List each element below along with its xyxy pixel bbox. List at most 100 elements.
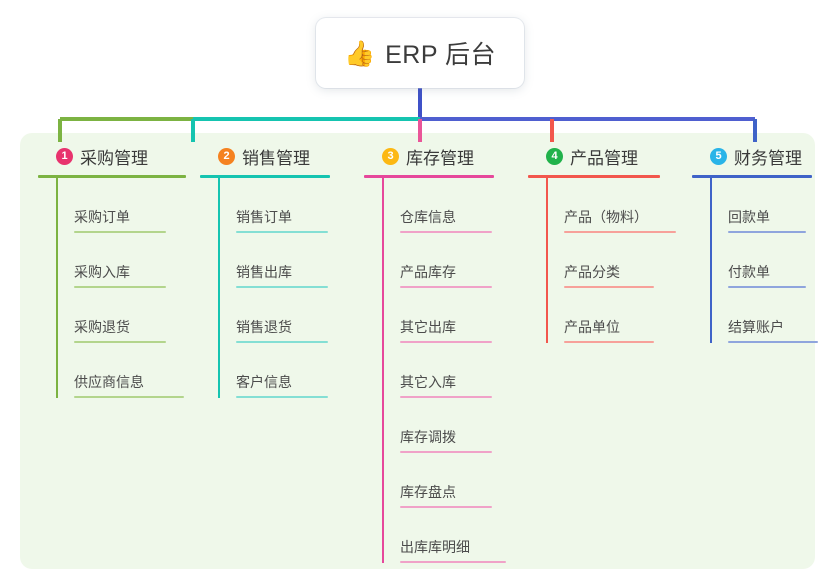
leaf-item[interactable]: 回款单 bbox=[710, 178, 812, 233]
branch-spine-4 bbox=[546, 178, 548, 343]
leaf-rule bbox=[400, 561, 506, 563]
leaf-label: 库存调拨 bbox=[400, 429, 456, 445]
leaf-item[interactable]: 付款单 bbox=[710, 233, 812, 288]
leaf-item[interactable]: 销售订单 bbox=[218, 178, 330, 233]
leaf-rule bbox=[564, 231, 676, 233]
leaf-rule bbox=[236, 341, 328, 343]
leaf-item[interactable]: 出库库明细 bbox=[382, 508, 506, 563]
branches-panel bbox=[20, 133, 815, 569]
branch-column-3[interactable]: 3 库存管理仓库信息产品库存其它出库其它入库库存调拨库存盘点出库库明细 bbox=[364, 144, 506, 563]
branch-column-5[interactable]: 5 财务管理回款单付款单结算账户 bbox=[692, 144, 818, 343]
leaf-label: 供应商信息 bbox=[74, 374, 144, 390]
leaf-item[interactable]: 产品（物料） bbox=[546, 178, 676, 233]
branch-column-1[interactable]: 1 采购管理采购订单采购入库采购退货供应商信息 bbox=[38, 144, 186, 398]
leaf-label: 仓库信息 bbox=[400, 209, 456, 225]
branch-title-5: 财务管理 bbox=[734, 148, 802, 168]
leaf-rule bbox=[236, 231, 328, 233]
leaf-item[interactable]: 库存盘点 bbox=[382, 453, 494, 508]
leaf-label: 采购入库 bbox=[74, 264, 130, 280]
leaf-item[interactable]: 产品库存 bbox=[382, 233, 494, 288]
branch-badge-3: 3 bbox=[382, 147, 399, 165]
branch-header-rule-1 bbox=[38, 175, 186, 178]
leaf-item[interactable]: 仓库信息 bbox=[382, 178, 494, 233]
leaf-item[interactable]: 采购订单 bbox=[56, 178, 186, 233]
branch-spine-1 bbox=[56, 178, 58, 398]
leaf-rule bbox=[728, 341, 818, 343]
leaf-item[interactable]: 其它入库 bbox=[382, 343, 494, 398]
branch-leaf-list-4: 产品（物料） 产品分类产品单位 bbox=[528, 178, 676, 343]
leaf-rule bbox=[728, 286, 806, 288]
leaf-label: 回款单 bbox=[728, 209, 770, 225]
leaf-item[interactable]: 采购入库 bbox=[56, 233, 186, 288]
branch-badge-4: 4 bbox=[546, 147, 563, 165]
leaf-rule bbox=[400, 396, 492, 398]
leaf-rule bbox=[728, 231, 806, 233]
leaf-item[interactable]: 产品单位 bbox=[546, 288, 660, 343]
leaf-rule bbox=[74, 396, 184, 398]
leaf-item[interactable]: 采购退货 bbox=[56, 288, 186, 343]
thumbs-up-icon: 👍 bbox=[343, 39, 376, 68]
branch-column-4[interactable]: 4 产品管理产品（物料） 产品分类产品单位 bbox=[528, 144, 676, 343]
branch-header-5[interactable]: 5 财务管理 bbox=[692, 144, 812, 168]
leaf-item[interactable]: 销售出库 bbox=[218, 233, 330, 288]
leaf-label: 销售订单 bbox=[236, 209, 292, 225]
leaf-rule bbox=[74, 341, 166, 343]
leaf-rule bbox=[74, 231, 166, 233]
leaf-label: 其它入库 bbox=[400, 374, 456, 390]
branch-column-2[interactable]: 2 销售管理销售订单销售出库销售退货客户信息 bbox=[200, 144, 330, 398]
leaf-rule bbox=[564, 341, 654, 343]
branch-header-1[interactable]: 1 采购管理 bbox=[38, 144, 186, 168]
branch-leaf-list-3: 仓库信息产品库存其它出库其它入库库存调拨库存盘点出库库明细 bbox=[364, 178, 506, 563]
leaf-label: 采购订单 bbox=[74, 209, 130, 225]
branch-badge-1: 1 bbox=[56, 147, 73, 165]
branch-header-rule-4 bbox=[528, 175, 660, 178]
branch-leaf-list-2: 销售订单销售出库销售退货客户信息 bbox=[200, 178, 330, 398]
branch-header-2[interactable]: 2 销售管理 bbox=[200, 144, 330, 168]
leaf-label: 结算账户 bbox=[728, 319, 784, 335]
root-node[interactable]: 👍 ERP 后台 bbox=[316, 18, 524, 88]
leaf-rule bbox=[236, 396, 328, 398]
leaf-item[interactable]: 其它出库 bbox=[382, 288, 494, 343]
branch-badge-2: 2 bbox=[218, 147, 235, 165]
branch-spine-5 bbox=[710, 178, 712, 343]
branch-leaf-list-5: 回款单付款单结算账户 bbox=[692, 178, 818, 343]
leaf-rule bbox=[564, 286, 654, 288]
branch-badge-5: 5 bbox=[710, 147, 727, 165]
branch-title-4: 产品管理 bbox=[570, 148, 638, 168]
leaf-label: 库存盘点 bbox=[400, 484, 456, 500]
leaf-item[interactable]: 客户信息 bbox=[218, 343, 330, 398]
leaf-rule bbox=[400, 286, 492, 288]
leaf-item[interactable]: 销售退货 bbox=[218, 288, 330, 343]
leaf-item[interactable]: 供应商信息 bbox=[56, 343, 186, 398]
branch-header-rule-5 bbox=[692, 175, 812, 178]
branch-leaf-list-1: 采购订单采购入库采购退货供应商信息 bbox=[38, 178, 186, 398]
leaf-rule bbox=[400, 506, 492, 508]
branch-spine-2 bbox=[218, 178, 220, 398]
leaf-label: 产品库存 bbox=[400, 264, 456, 280]
leaf-label: 销售退货 bbox=[236, 319, 292, 335]
leaf-label: 客户信息 bbox=[236, 374, 292, 390]
root-label: ERP 后台 bbox=[385, 41, 497, 69]
branch-title-1: 采购管理 bbox=[80, 148, 148, 168]
leaf-label: 采购退货 bbox=[74, 319, 130, 335]
branch-title-2: 销售管理 bbox=[242, 148, 310, 168]
branch-header-rule-2 bbox=[200, 175, 330, 178]
leaf-rule bbox=[236, 286, 328, 288]
leaf-item[interactable]: 库存调拨 bbox=[382, 398, 494, 453]
leaf-label: 其它出库 bbox=[400, 319, 456, 335]
leaf-rule bbox=[400, 341, 492, 343]
leaf-label: 出库库明细 bbox=[400, 539, 470, 555]
leaf-rule bbox=[400, 451, 492, 453]
leaf-label: 产品分类 bbox=[564, 264, 620, 280]
branch-header-3[interactable]: 3 库存管理 bbox=[364, 144, 494, 168]
leaf-item[interactable]: 结算账户 bbox=[710, 288, 818, 343]
leaf-label: 产品（物料） bbox=[564, 209, 648, 225]
leaf-rule bbox=[400, 231, 492, 233]
leaf-item[interactable]: 产品分类 bbox=[546, 233, 660, 288]
branch-title-3: 库存管理 bbox=[406, 148, 474, 168]
leaf-rule bbox=[74, 286, 166, 288]
branch-header-4[interactable]: 4 产品管理 bbox=[528, 144, 660, 168]
branch-spine-3 bbox=[382, 178, 384, 563]
branch-header-rule-3 bbox=[364, 175, 494, 178]
